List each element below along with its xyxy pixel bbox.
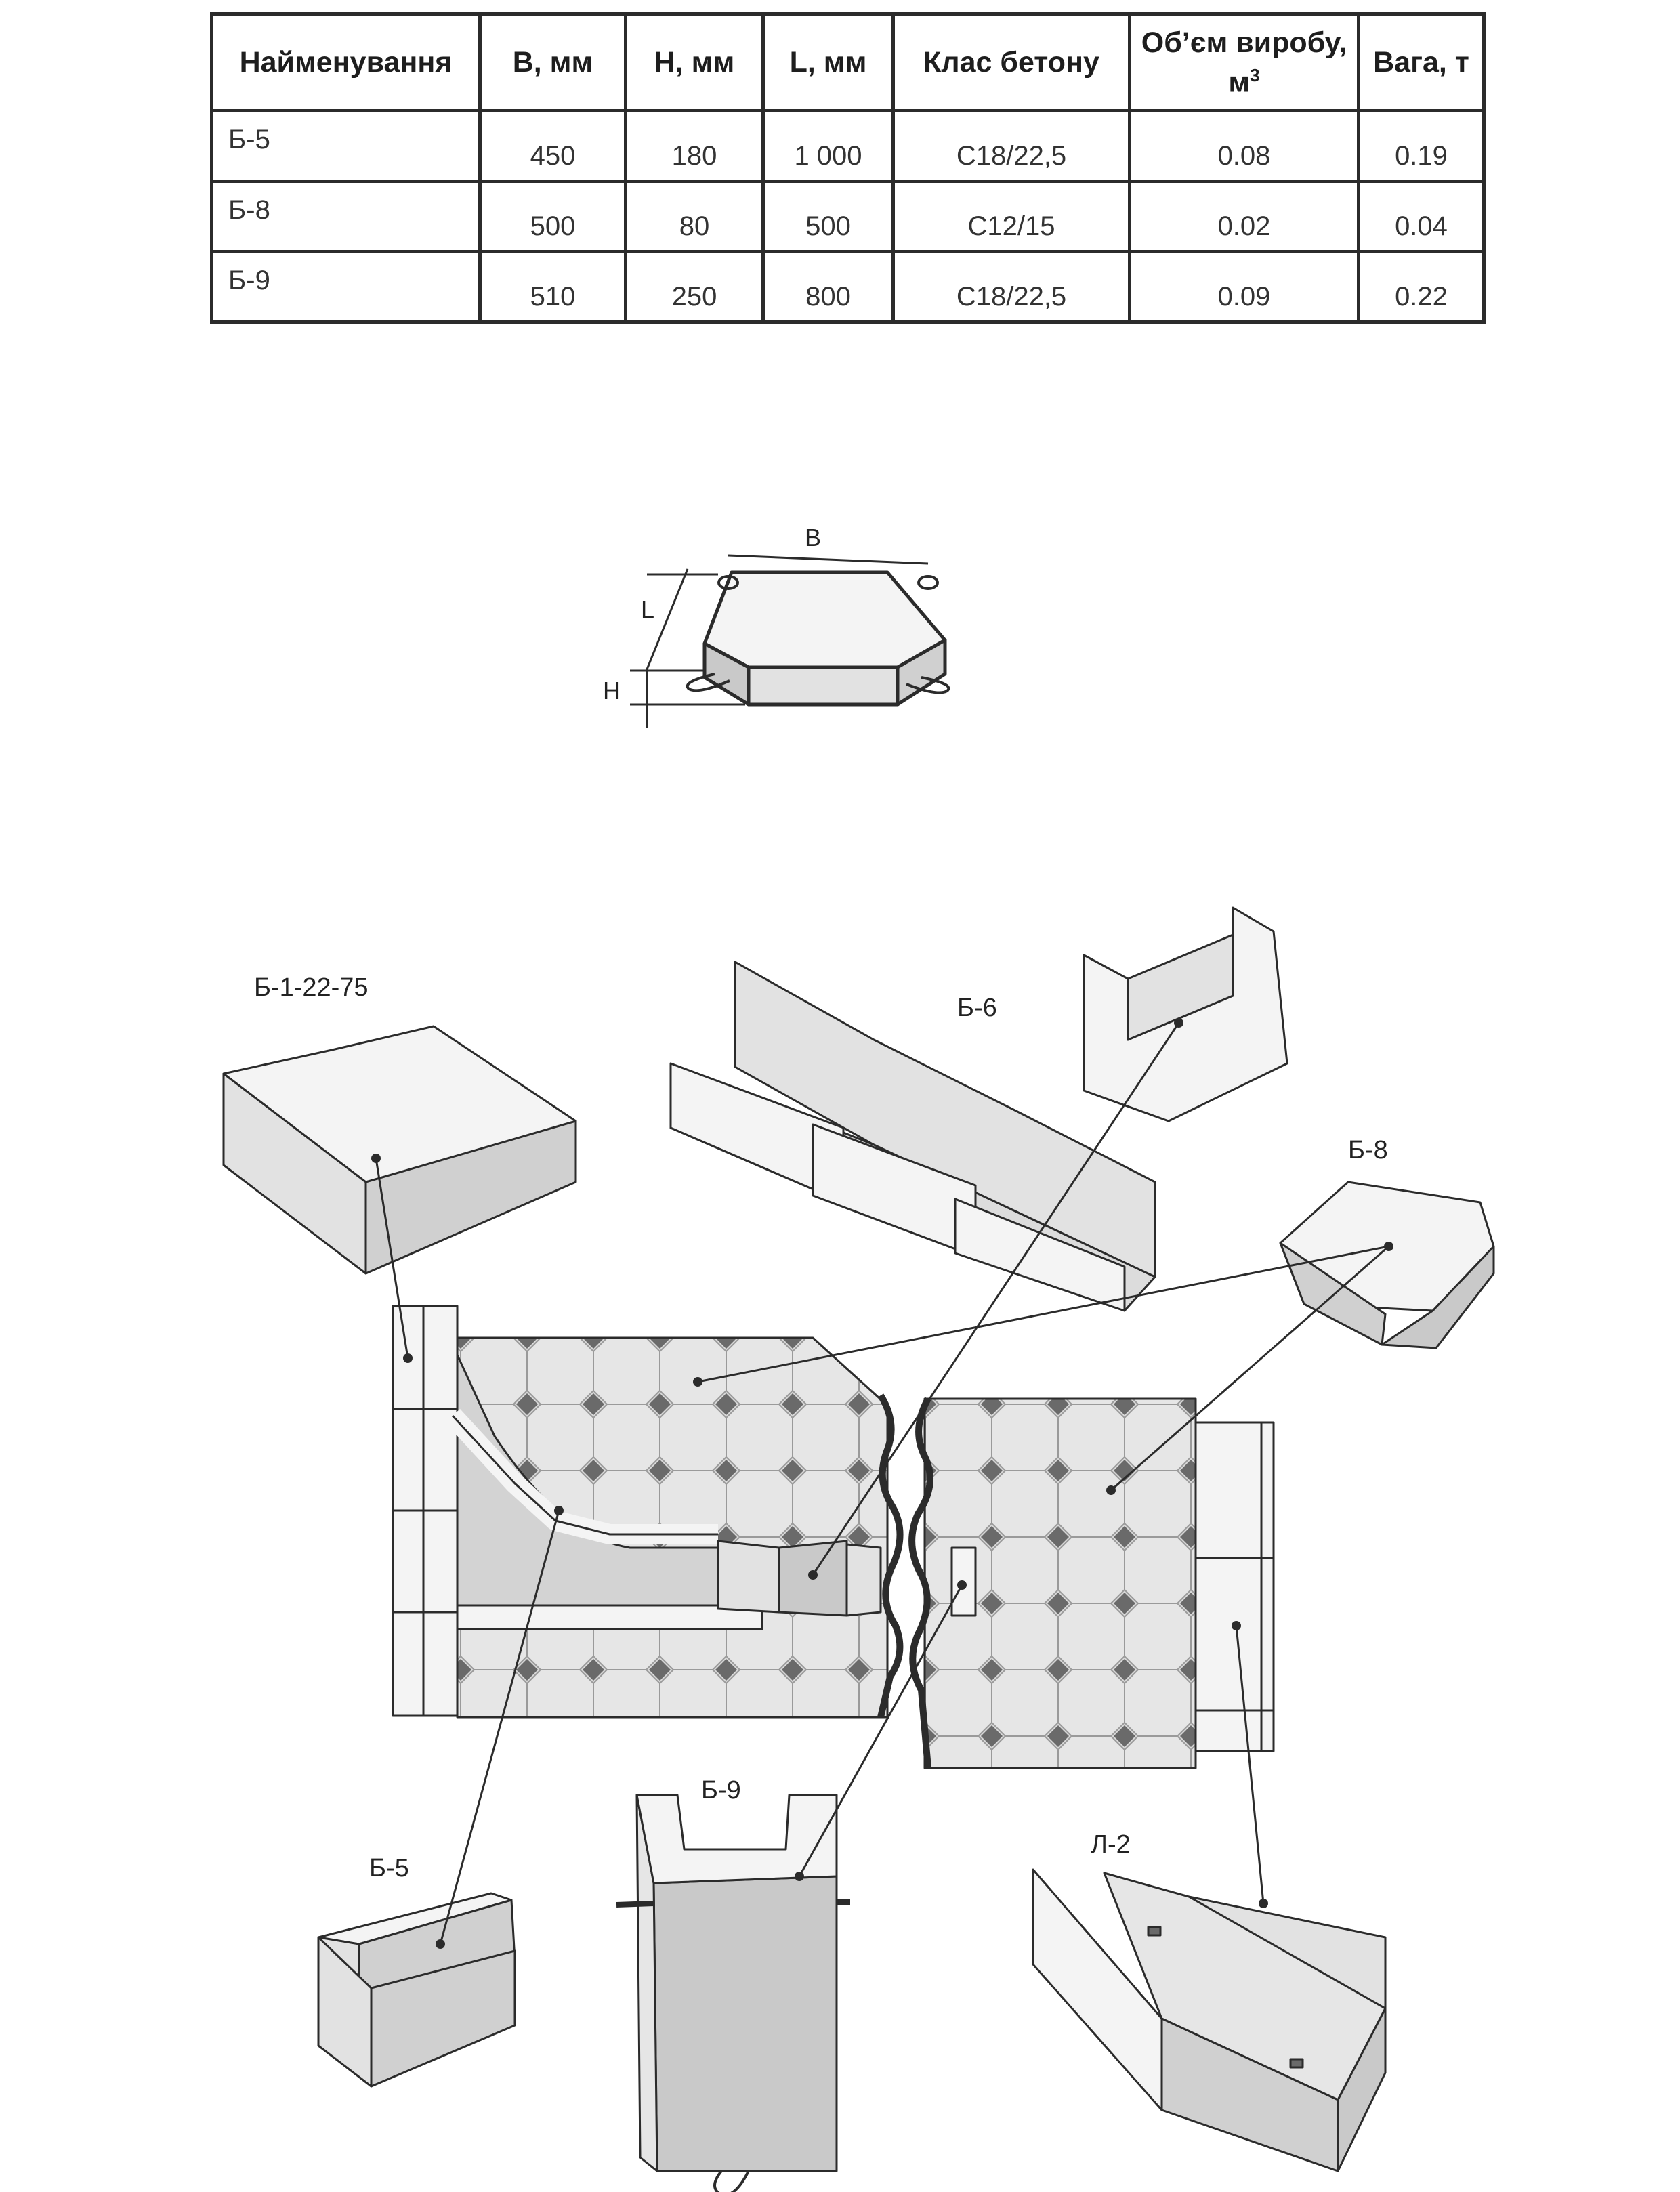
cell-concrete: С18/22,5 [891, 250, 1131, 324]
kerb-column-left [392, 1305, 459, 1717]
cell-weight: 0.19 [1357, 109, 1486, 183]
paving-area-left [456, 1336, 889, 1719]
block-b5-side [358, 1899, 516, 2017]
paving-break-edge [908, 1397, 933, 1769]
label-l: L [641, 595, 654, 623]
channel-tray [845, 1543, 882, 1617]
label-b5: Б-5 [369, 1854, 409, 1882]
kerb-column-right [1194, 1421, 1275, 1752]
label-b8: Б-8 [1348, 1136, 1388, 1164]
table-row: Б-8 500 80 500 С12/15 0.02 0.04 [210, 180, 1486, 253]
lifting-loop-icon [717, 575, 739, 590]
block-b1-front [222, 1072, 367, 1275]
cell-b: 510 [478, 250, 627, 324]
label-h: H [603, 677, 621, 704]
table-row: Б-9 510 250 800 С18/22,5 0.09 0.22 [210, 250, 1486, 324]
channel-tray [778, 1540, 848, 1617]
header-volume-superscript: 3 [1250, 64, 1260, 85]
block-b1-side [364, 1120, 577, 1275]
channel-tray-end [950, 1546, 977, 1617]
header-h: H, мм [624, 12, 765, 112]
cell-name: Б-5 [210, 109, 482, 183]
leader-line [697, 1245, 1389, 1383]
block-b8-top [1279, 1181, 1495, 1312]
cell-name: Б-8 [210, 180, 482, 253]
cell-volume: 0.09 [1128, 250, 1360, 324]
slab-right-face [896, 638, 947, 707]
cell-concrete: С12/15 [891, 180, 1131, 253]
l-dimension-line [646, 568, 689, 670]
label-b1-22-75: Б-1-22-75 [254, 973, 369, 1002]
lifting-loop-icon [906, 676, 950, 694]
channel-tray [717, 1540, 780, 1614]
slab-top-face [702, 570, 947, 669]
b-dimension-line [728, 554, 929, 565]
leader-line [798, 1584, 963, 1877]
lifting-loop-icon [917, 575, 939, 590]
kerb-strip [456, 1604, 763, 1630]
cell-h: 80 [624, 180, 765, 253]
block-b5-top [317, 1892, 513, 1945]
block-b6-wall [734, 961, 1156, 1278]
header-volume-text: Об’єм виробу, м [1141, 26, 1347, 99]
leader-line [1235, 1625, 1265, 1904]
block-l2-floor [1103, 1872, 1387, 2101]
table-header-row: Найменування B, мм H, мм L, мм Клас бето… [210, 12, 1486, 112]
block-b1-top [222, 1025, 577, 1183]
cell-volume: 0.08 [1128, 109, 1360, 183]
curb-chain [444, 1408, 718, 1544]
paving-area-right [923, 1397, 1197, 1769]
specs-table: Найменування B, мм H, мм L, мм Клас бето… [210, 12, 1486, 324]
leader-line [1110, 1245, 1389, 1492]
cell-b: 450 [478, 109, 627, 183]
leader-line [812, 1022, 1180, 1576]
leader-line [375, 1158, 409, 1359]
cell-l: 1 000 [761, 109, 895, 183]
block-b6-front [812, 1123, 977, 1258]
label-l2: Л-2 [1091, 1830, 1131, 1859]
leader-line [439, 1510, 560, 1945]
block-b9-top [635, 1794, 838, 1884]
header-l: L, мм [761, 12, 895, 112]
table-row: Б-5 450 180 1 000 С18/22,5 0.08 0.19 [210, 109, 1486, 183]
cell-h: 180 [624, 109, 765, 183]
cell-weight: 0.04 [1357, 180, 1486, 253]
block-b6-front [669, 1062, 845, 1204]
header-concrete: Клас бетону [891, 12, 1131, 112]
block-l2-back [1188, 1895, 1387, 2010]
header-volume: Об’єм виробу, м3 [1128, 12, 1360, 112]
block-b5-front [317, 1936, 360, 2017]
block-b6-front [954, 1198, 1126, 1312]
slab-front-face [747, 665, 900, 707]
paving-break-edge [877, 1393, 904, 1719]
label-b: B [805, 524, 821, 551]
header-b: B, мм [478, 12, 627, 112]
cell-concrete: С18/22,5 [891, 109, 1131, 183]
drainage-curve [456, 1353, 804, 1607]
slab-left-face [702, 641, 751, 707]
cell-name: Б-9 [210, 250, 482, 324]
block-b9-side [635, 1794, 658, 2172]
block-b6-single [1083, 906, 1288, 1122]
header-name: Найменування [210, 12, 482, 112]
label-b6: Б-6 [957, 994, 997, 1022]
cell-l: 800 [761, 250, 895, 324]
cell-l: 500 [761, 180, 895, 253]
lifting-loop-icon [686, 673, 730, 692]
block-l2-front [1032, 1868, 1163, 2111]
header-weight: Вага, т [1357, 12, 1486, 112]
block-b9-front [652, 1875, 838, 2172]
cell-weight: 0.22 [1357, 250, 1486, 324]
block-b6-floor [669, 1062, 1156, 1312]
cell-h: 250 [624, 250, 765, 324]
cell-b: 500 [478, 180, 627, 253]
cell-volume: 0.02 [1128, 180, 1360, 253]
label-b9: Б-9 [701, 1776, 741, 1805]
